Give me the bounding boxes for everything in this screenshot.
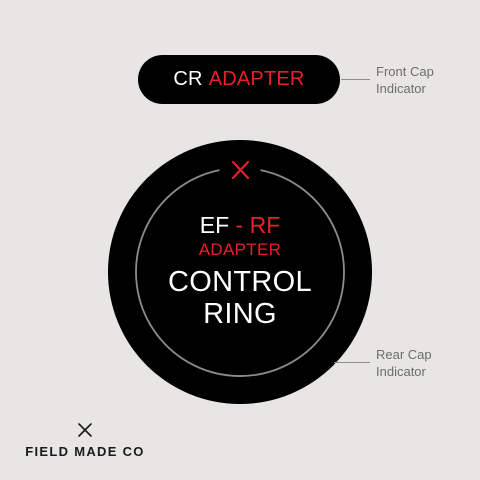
brand-name: FIELD MADE CO <box>25 444 145 459</box>
x-mark-icon <box>78 423 92 437</box>
ring-title-ef: EF <box>199 212 230 238</box>
control-ring-graphic <box>108 140 372 404</box>
front-cap-callout-line <box>341 79 370 80</box>
ring-disc <box>108 140 372 404</box>
front-cap-indicator-line2: Indicator <box>376 81 426 96</box>
front-cap-label: CR ADAPTER <box>138 55 340 104</box>
front-cap-indicator-line1: Front Cap <box>376 64 434 79</box>
rear-cap-indicator-line1: Rear Cap <box>376 347 432 362</box>
front-cap-indicator-text: Front Cap Indicator <box>376 63 434 97</box>
ring-label-control: CONTROL <box>168 266 312 298</box>
ring-title-rf: RF <box>249 212 281 238</box>
ring-title-dash: - <box>235 212 244 238</box>
ring-title-ef-rf: EF - RF <box>108 212 372 239</box>
control-ring-disc: EF - RF ADAPTER CONTROL RING <box>108 140 372 404</box>
ring-inner-outline <box>135 169 345 377</box>
ring-subtitle-adapter: ADAPTER <box>198 240 282 259</box>
rear-cap-callout-line <box>334 362 370 363</box>
front-cap-word-cr: CR <box>173 68 203 90</box>
rear-cap-indicator-line2: Indicator <box>376 364 426 379</box>
front-cap-word-adapter: ADAPTER <box>208 68 305 90</box>
ring-label-ring: RING <box>203 298 277 330</box>
x-mark-icon <box>231 160 250 180</box>
rear-cap-indicator-text: Rear Cap Indicator <box>376 346 432 380</box>
